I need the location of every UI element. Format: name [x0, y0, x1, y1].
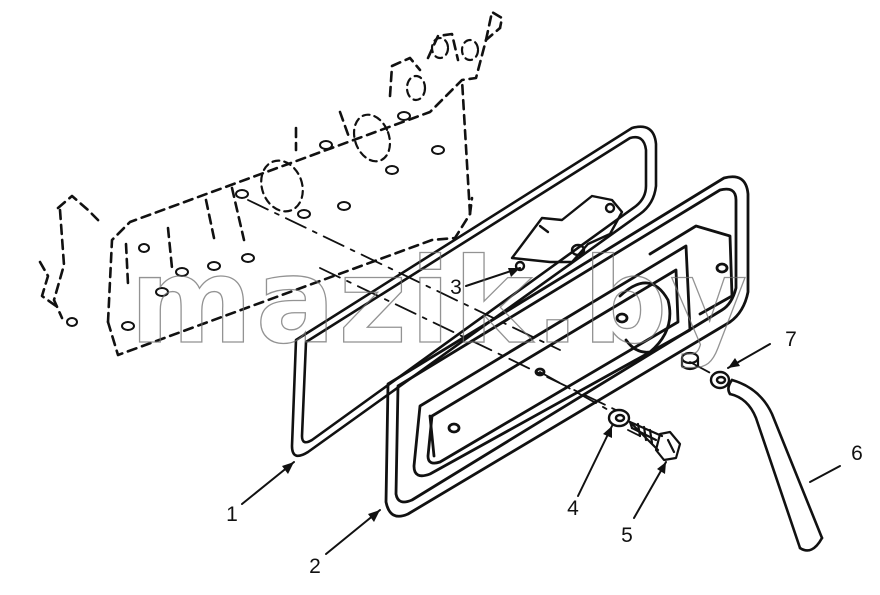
gasket	[290, 125, 658, 458]
hose-clamp	[709, 370, 731, 390]
callout-1: 1	[226, 503, 238, 526]
callout-7: 7	[785, 328, 797, 351]
outlet-fitting	[680, 351, 700, 371]
cylinder-head-phantom	[38, 10, 504, 357]
callout-5: 5	[621, 524, 633, 547]
watermark-text: mazik.by	[130, 232, 750, 370]
washer	[607, 408, 631, 428]
callout-3: 3	[450, 276, 462, 299]
callout-6: 6	[851, 442, 863, 465]
breather-hose	[727, 378, 824, 552]
callout-4: 4	[567, 497, 579, 520]
head-bolt-holes	[66, 111, 445, 331]
callout-2: 2	[309, 555, 321, 578]
leader-arrowheads	[282, 268, 740, 522]
baffle-plate	[510, 194, 624, 272]
bolt	[628, 420, 682, 462]
valve-cover	[384, 175, 750, 518]
head-ports	[260, 36, 480, 213]
